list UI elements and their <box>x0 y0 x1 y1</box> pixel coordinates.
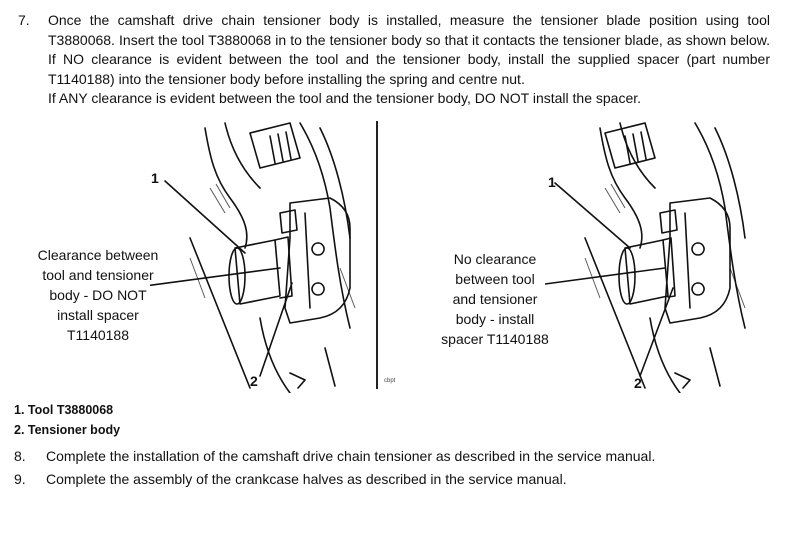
left-callout-line: body - DO NOT <box>49 287 147 303</box>
step-7-body: Once the camshaft drive chain tensioner … <box>48 11 770 109</box>
left-callout-line: tool and tensioner <box>42 267 154 283</box>
left-callout-line: T1140188 <box>66 327 129 343</box>
step-7-instructions: Once the camshaft drive chain tensioner … <box>48 12 770 87</box>
left-callout-line: Clearance between <box>37 247 159 263</box>
right-callout-line: spacer T1140188 <box>441 331 549 347</box>
left-callout: Clearance between tool and tensioner bod… <box>12 245 184 345</box>
right-callout-line: between tool <box>455 271 535 287</box>
legend-item-tool: 1. Tool T3880068 <box>14 403 114 417</box>
right-callout-line: and tensioner <box>452 291 538 307</box>
legend-item-tensioner-body: 2. Tensioner body <box>14 423 121 437</box>
step-8-text: Complete the installation of the camshaf… <box>46 448 656 464</box>
step-7-warning: If ANY clearance is evident between the … <box>48 90 642 106</box>
right-callout-line: body - install <box>455 311 535 327</box>
right-callout: No clearance between tool and tensioner … <box>421 249 569 349</box>
left-label-2: 2 <box>250 373 258 389</box>
left-callout-line: install spacer <box>57 307 139 323</box>
right-label-1: 1 <box>548 174 556 190</box>
left-illustration <box>150 122 356 393</box>
right-label-2: 2 <box>634 375 642 391</box>
right-illustration <box>545 122 746 393</box>
right-callout-line: No clearance <box>453 251 537 267</box>
figure-divider <box>376 121 378 389</box>
step-8-number: 8. <box>14 448 26 464</box>
step-7-number: 7. <box>18 12 30 28</box>
left-label-1: 1 <box>151 170 159 186</box>
drawing-code: cbpt <box>384 378 396 384</box>
step-9-number: 9. <box>14 471 26 487</box>
tensioner-figure: 1 2 1 2 cbpt Clearance between tool and … <box>0 118 808 398</box>
step-9-text: Complete the assembly of the crankcase h… <box>46 471 567 487</box>
